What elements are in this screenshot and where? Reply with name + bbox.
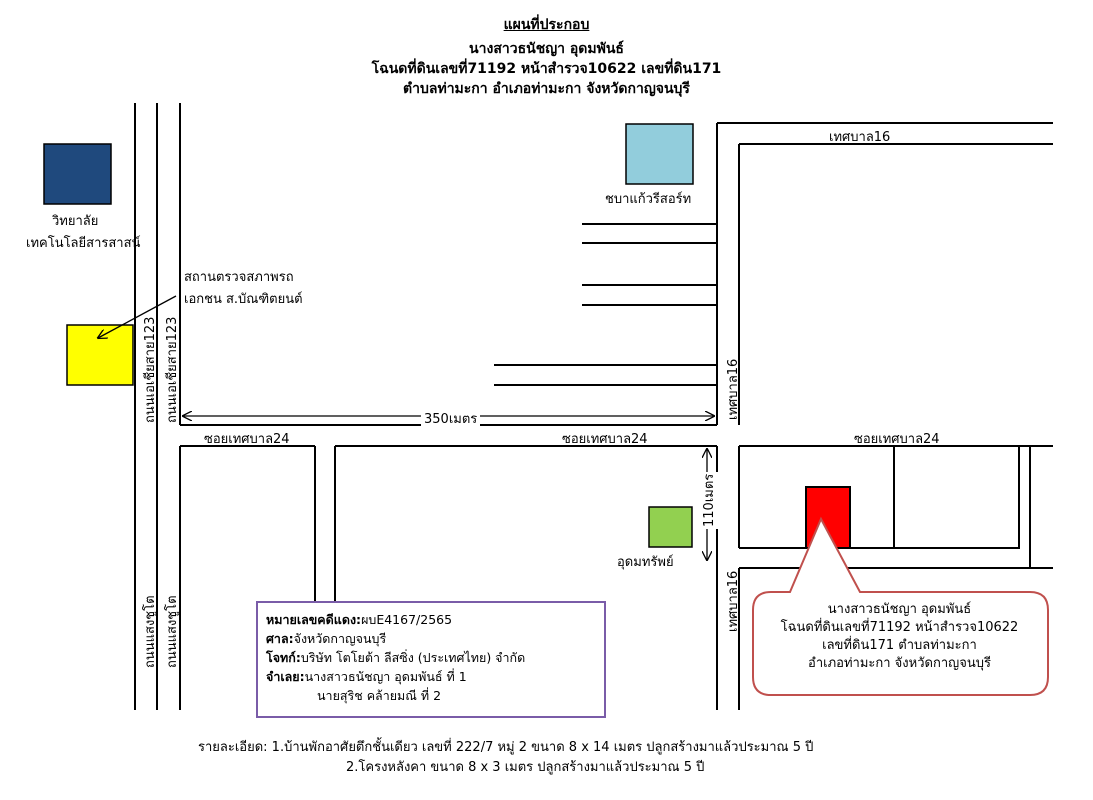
- footer-line2: 2.โครงหลังคา ขนาด 8 x 3 เมตร ปลูกสร้างมา…: [346, 760, 705, 775]
- case-defendant-label: จำเลย:: [266, 669, 305, 684]
- case-defendant-2: นายสุริช คล้ายมณี ที่ 2: [317, 688, 442, 703]
- footer-line1: รายละเอียด: 1.บ้านพักอาศัยตึกชั้นเดียว เ…: [198, 740, 814, 755]
- case-court-label: ศาล:: [266, 631, 294, 646]
- udomsap-building: [648, 506, 693, 548]
- inspection-label-line2: เอกชน ส.บัณฑิตยนต์: [184, 292, 303, 307]
- road-saengchuto-right-label: ถนนแสงชูโต: [165, 595, 180, 668]
- callout-line4: อำเภอท่ามะกา จังหวัดกาญจนบุรี: [808, 656, 991, 671]
- callout-bubble: [752, 516, 1049, 696]
- deed-info: โฉนดที่ดินเลขที่71192 หน้าสำรวจ10622 เลข…: [371, 61, 722, 77]
- resort-label: ชบาแก้วรีสอร์ท: [605, 192, 692, 207]
- case-court-value: จังหวัดกาญจนบุรี: [293, 631, 387, 646]
- resort-building: [625, 123, 694, 185]
- college-label-line1: วิทยาลัย: [52, 214, 99, 229]
- inspection-station-building: [66, 324, 134, 386]
- distance-350m-label: 350เมตร: [421, 408, 481, 429]
- road-thesaban16-upper-label: เทศบาล16: [726, 358, 741, 420]
- inspection-label-line1: สถานตรวจสภาพรถ: [184, 270, 294, 285]
- road-asia-left-label: ถนนเอเชียสาย123: [143, 316, 158, 423]
- owner-name: นางสาวธนัชญา อุดมพันธ์: [469, 41, 624, 57]
- location-info: ตำบลท่ามะกา อำเภอท่ามะกา จังหวัดกาญจนบุร…: [403, 81, 690, 97]
- case-plaintiff-label: โจทก์:: [266, 650, 301, 665]
- case-info-box: หมายเลขคดีแดง:ผบE4167/2565 ศาล:จังหวัดกา…: [256, 601, 606, 718]
- distance-110m-label: 110เมตร: [698, 471, 719, 529]
- road-soi24-right-label: ซอยเทศบาล24: [854, 432, 940, 447]
- case-plaintiff-value: บริษัท โตโยต้า ลีสซิ่ง (ประเทศไทย) จำกัด: [300, 650, 526, 665]
- case-plaintiff-row: โจทก์:บริษัท โตโยต้า ลีสซิ่ง (ประเทศไทย)…: [266, 648, 596, 667]
- inspection-pointer-arrow: [98, 295, 177, 338]
- road-thesaban16-lower-label: เทศบาล16: [726, 570, 741, 632]
- road-asia-right-label: ถนนเอเชียสาย123: [165, 316, 180, 423]
- road-thesaban16-top-label: เทศบาล16: [829, 130, 891, 145]
- callout-line1: นางสาวธนัชญา อุดมพันธ์: [827, 602, 972, 617]
- callout-line2: โฉนดที่ดินเลขที่71192 หน้าสำรวจ10622: [780, 620, 1019, 635]
- road-soi24-left-label: ซอยเทศบาล24: [204, 432, 290, 447]
- road-saengchuto-left-label: ถนนแสงชูโต: [143, 595, 158, 668]
- case-red-number-row: หมายเลขคดีแดง:ผบE4167/2565: [266, 610, 596, 629]
- page-title: แผนที่ประกอบ: [503, 17, 590, 33]
- callout-line3: เลขที่ดิน171 ตำบลท่ามะกา: [822, 638, 977, 653]
- college-building: [43, 143, 112, 205]
- case-defendant-row: จำเลย:นางสาวธนัชญา อุดมพันธ์ ที่ 1: [266, 667, 596, 686]
- case-red-number-value: ผบE4167/2565: [361, 612, 453, 627]
- case-red-number-label: หมายเลขคดีแดง:: [266, 612, 362, 627]
- subject-property-callout: นางสาวธนัชญา อุดมพันธ์ โฉนดที่ดินเลขที่7…: [752, 601, 1047, 673]
- road-soi24-mid-label: ซอยเทศบาล24: [562, 432, 648, 447]
- case-defendant-1: นางสาวธนัชญา อุดมพันธ์ ที่ 1: [304, 669, 467, 684]
- college-label-line2: เทคโนโลยีสารสาสน์: [26, 236, 141, 251]
- case-court-row: ศาล:จังหวัดกาญจนบุรี: [266, 629, 596, 648]
- details-footer: รายละเอียด: 1.บ้านพักอาศัยตึกชั้นเดียว เ…: [198, 738, 813, 778]
- udomsap-label: อุดมทรัพย์: [617, 555, 674, 570]
